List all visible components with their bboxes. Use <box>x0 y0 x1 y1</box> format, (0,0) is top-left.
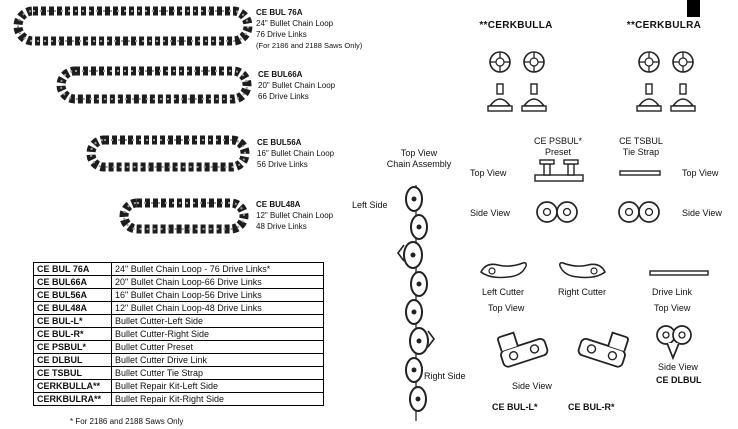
repair-kit-left-title: **CERKBULLA <box>479 20 553 31</box>
part-number-cell: CE BUL48A <box>33 301 112 315</box>
part-desc-cell: Bullet Repair Kit-Left Side <box>111 379 324 393</box>
part-number: CE BUL56A <box>257 138 302 147</box>
drive-link-top-view-icon <box>648 268 710 278</box>
page-corner-tab <box>687 0 700 17</box>
part-desc-cell: Bullet Repair Kit-Right Side <box>111 392 324 406</box>
chain-assembly-icon <box>394 183 438 423</box>
part-number-cell: CE BUL66A <box>33 275 112 289</box>
part-number: CE TSBUL <box>619 136 663 146</box>
part-desc: 16" Bullet Chain Loop <box>257 149 335 158</box>
part-number: CE BUL48A <box>256 200 301 209</box>
chain-loop-20in-icon <box>55 64 253 106</box>
part-desc: 66 Drive Links <box>258 92 309 101</box>
chain-loop-24in-label: CE BUL 76A 24" Bullet Chain Loop 76 Driv… <box>256 7 362 51</box>
side-view-label-drive-link: Side View <box>658 362 698 372</box>
part-desc-cell: Bullet Cutter-Right Side <box>111 327 324 341</box>
table-row: CERKBULRA**Bullet Repair Kit-Right Side <box>33 392 324 406</box>
repair-kit-left-icon <box>483 48 551 120</box>
tie-strap-caption: CE TSBUL Tie Strap <box>610 136 672 158</box>
part-desc: 12" Bullet Chain Loop <box>256 211 334 220</box>
table-row: CE BUL-L*Bullet Cutter-Left Side <box>33 314 324 328</box>
left-cutter-top-view-icon <box>478 258 530 284</box>
part-number-cell: CE BUL56A <box>33 288 112 302</box>
caption-line: Chain Assembly <box>386 159 452 169</box>
side-view-label-right: Side View <box>682 208 722 218</box>
chain-loop-20in-label: CE BUL66A 20" Bullet Chain Loop 66 Drive… <box>258 69 335 102</box>
part-number-cell: CERKBULLA** <box>33 379 112 393</box>
chain-loop-16in-icon <box>85 133 251 174</box>
part-number: CE BUL66A <box>258 70 303 79</box>
preset-caption: CE PSBUL* Preset <box>527 136 589 158</box>
part-note: (For 2186 and 2188 Saws Only) <box>256 41 363 50</box>
part-desc: 20" Bullet Chain Loop <box>258 81 336 90</box>
right-cutter-side-view-icon <box>572 320 630 376</box>
drive-link-part-label: CE DLBUL <box>656 375 702 385</box>
chain-loop-16in-label: CE BUL56A 16" Bullet Chain Loop 56 Drive… <box>257 137 334 170</box>
part-desc-cell: 24" Bullet Chain Loop - 76 Drive Links* <box>111 262 324 276</box>
part-desc-cell: 20" Bullet Chain Loop-66 Drive Links <box>111 275 324 289</box>
part-desc: 76 Drive Links <box>256 30 307 39</box>
part-number-cell: CE PSBUL* <box>33 340 112 354</box>
chain-loop-12in-label: CE BUL48A 12" Bullet Chain Loop 48 Drive… <box>256 199 333 232</box>
table-row: CE PSBUL*Bullet Cutter Preset <box>33 340 324 354</box>
chain-loop-12in-icon <box>118 196 250 236</box>
part-number-cell: CE DLBUL <box>33 353 112 367</box>
part-desc: 24" Bullet Chain Loop <box>256 19 334 28</box>
part-desc-cell: Bullet Cutter-Left Side <box>111 314 324 328</box>
top-view-label-drive-link: Top View <box>654 303 691 313</box>
part-number-cell: CE BUL-R* <box>33 327 112 341</box>
drive-link-side-view-icon <box>652 322 696 362</box>
chain-loop-24in-icon <box>12 4 254 48</box>
table-row: CE BUL-R*Bullet Cutter-Right Side <box>33 327 324 341</box>
top-view-label-cutters: Top View <box>488 303 525 313</box>
part-desc: 56 Drive Links <box>257 160 308 169</box>
part-name: Preset <box>544 147 571 157</box>
left-cutter-label: Left Cutter <box>482 287 525 297</box>
right-cutter-label: Right Cutter <box>558 287 607 297</box>
part-number: CE PSBUL* <box>533 136 583 146</box>
top-view-label-right: Top View <box>682 168 719 178</box>
part-number-cell: CE TSBUL <box>33 366 112 380</box>
tie-strap-side-view-icon <box>616 198 662 226</box>
table-footnote: * For 2186 and 2188 Saws Only <box>70 417 184 426</box>
right-cutter-part-label: CE BUL-R* <box>568 402 615 412</box>
side-view-label-left: Side View <box>470 208 510 218</box>
part-desc: 48 Drive Links <box>256 222 307 231</box>
repair-kit-right-icon <box>632 48 700 120</box>
side-view-label-cutters: Side View <box>512 381 552 391</box>
drive-link-label: Drive Link <box>652 287 693 297</box>
right-side-label: Right Side <box>424 371 466 381</box>
tie-strap-top-view-icon <box>618 168 662 178</box>
part-number: CE BUL 76A <box>256 8 303 17</box>
table-row: CERKBULLA**Bullet Repair Kit-Left Side <box>33 379 324 393</box>
part-number-cell: CE BUL 76A <box>33 262 112 276</box>
left-cutter-part-label: CE BUL-L* <box>492 402 538 412</box>
part-desc-cell: 16" Bullet Chain Loop-56 Drive Links <box>111 288 324 302</box>
part-number-cell: CERKBULRA** <box>33 392 112 406</box>
part-desc-cell: Bullet Cutter Preset <box>111 340 324 354</box>
preset-side-view-icon <box>534 198 580 226</box>
caption-line: Top View <box>400 148 438 158</box>
chain-assembly-caption: Top View Chain Assembly <box>378 148 460 170</box>
part-desc-cell: Bullet Cutter Drive Link <box>111 353 324 367</box>
left-side-label: Left Side <box>352 200 388 210</box>
repair-kit-right-title: **CERKBULRA <box>626 20 702 31</box>
part-name: Tie Strap <box>622 147 660 157</box>
top-view-label-left: Top View <box>470 168 507 178</box>
part-desc-cell: Bullet Cutter Tie Strap <box>111 366 324 380</box>
right-cutter-top-view-icon <box>556 258 608 284</box>
preset-top-view-icon <box>531 158 587 184</box>
left-cutter-side-view-icon <box>496 320 554 376</box>
part-number-cell: CE BUL-L* <box>33 314 112 328</box>
part-desc-cell: 12" Bullet Chain Loop-48 Drive Links <box>111 301 324 315</box>
